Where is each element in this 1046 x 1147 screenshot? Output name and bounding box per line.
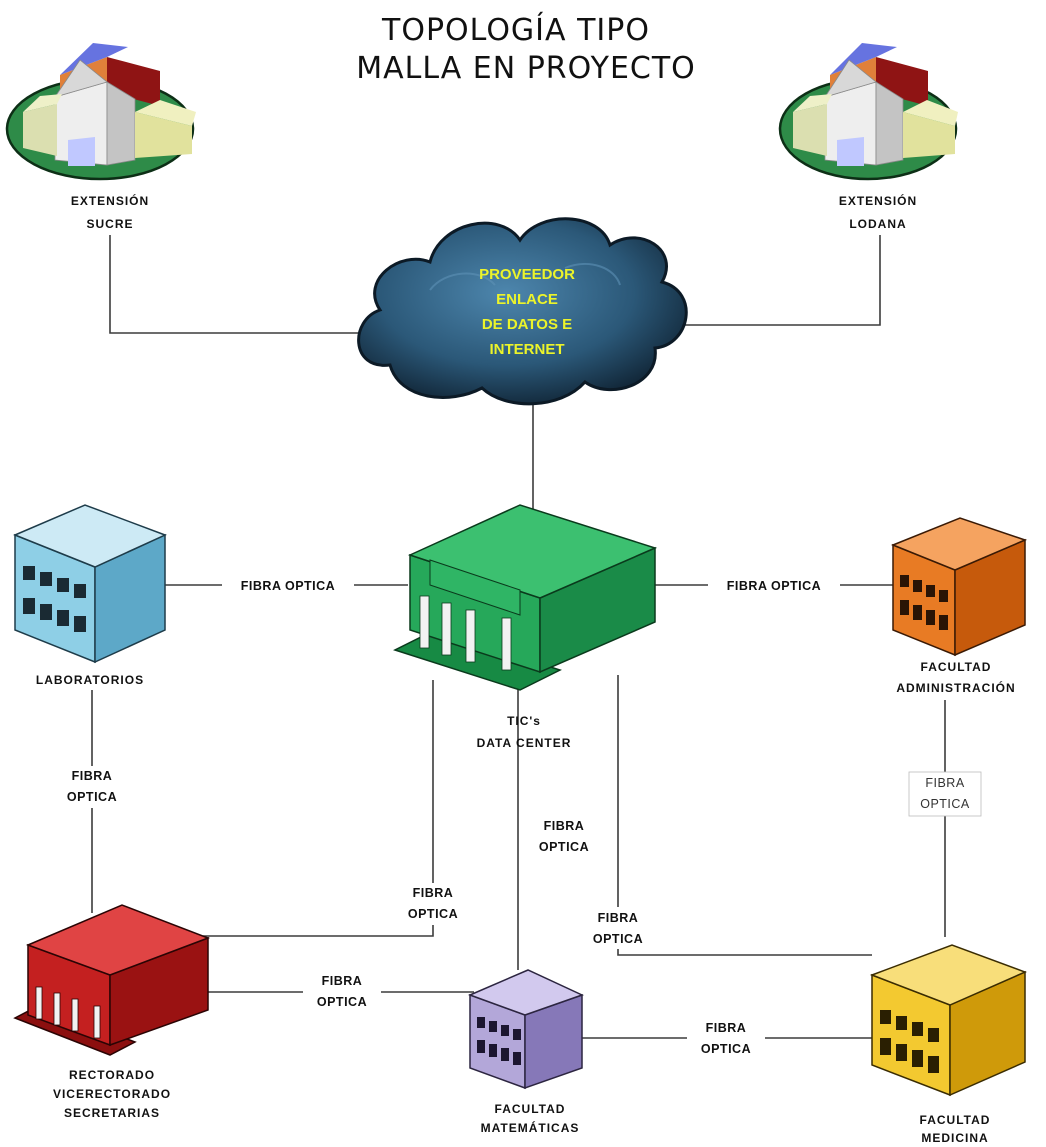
link-label-tics-medicina-line-1: FIBRA bbox=[598, 911, 639, 925]
label-matematicas-line-1: FACULTAD bbox=[495, 1102, 566, 1116]
label-matematicas-line-2: MATEMÁTICAS bbox=[481, 1120, 580, 1135]
rectorado-building-icon bbox=[13, 904, 211, 1056]
label-tics-line-1: TIC's bbox=[507, 714, 541, 728]
cloud-label-line-4: INTERNET bbox=[490, 341, 565, 358]
label-sucre-line-2: SUCRE bbox=[86, 217, 133, 231]
link-label-lab-rectorado-line-1: FIBRA bbox=[72, 769, 113, 783]
link-label-matematicas-medicina: FIBRA OPTICA bbox=[687, 1018, 765, 1060]
tics-datacenter-building-icon bbox=[393, 504, 658, 691]
link-label-tics-medicina-line-2: OPTICA bbox=[593, 932, 643, 946]
label-medicina-line-2: MEDICINA bbox=[921, 1131, 988, 1145]
link-label-tics-matematicas: FIBRA OPTICA bbox=[527, 815, 601, 857]
link-tics-rectorado bbox=[203, 680, 434, 937]
label-medicina: FACULTAD MEDICINA bbox=[920, 1113, 991, 1145]
label-administracion-line-2: ADMINISTRACIÓN bbox=[896, 680, 1015, 695]
link-label-tics-rectorado: FIBRA OPTICA bbox=[396, 883, 470, 925]
label-sucre-line-1: EXTENSIÓN bbox=[71, 193, 149, 208]
label-medicina-line-1: FACULTAD bbox=[920, 1113, 991, 1127]
link-label-rectorado-matematicas: FIBRA OPTICA bbox=[303, 970, 381, 1012]
label-administracion: FACULTAD ADMINISTRACIÓN bbox=[896, 660, 1015, 695]
campus-sucre-icon bbox=[5, 43, 196, 181]
administracion-building-icon bbox=[890, 517, 1028, 657]
label-matematicas: FACULTAD MATEMÁTICAS bbox=[481, 1102, 580, 1135]
title-line-1: TOPOLOGÍA TIPO bbox=[381, 12, 650, 48]
cloud-label-line-2: ENLACE bbox=[496, 291, 558, 308]
laboratorios-building-icon bbox=[13, 504, 167, 664]
node-labels: EXTENSIÓN SUCRE EXTENSIÓN LODANA LABORAT… bbox=[36, 193, 1015, 1145]
link-label-tics-admin: FIBRA OPTICA bbox=[708, 576, 840, 594]
label-lodana-line-2: LODANA bbox=[849, 217, 906, 231]
label-tics-line-2: DATA CENTER bbox=[477, 736, 572, 750]
label-laboratorios-line-1: LABORATORIOS bbox=[36, 673, 144, 687]
link-label-matematicas-medicina-line-2: OPTICA bbox=[701, 1042, 751, 1056]
link-sucre-cloud bbox=[109, 235, 370, 334]
title-line-2: MALLA EN PROYECTO bbox=[356, 51, 696, 86]
link-tics-medicina bbox=[617, 675, 872, 956]
link-label-lab-tics: FIBRA OPTICA bbox=[222, 576, 354, 594]
link-label-tics-matematicas-line-2: OPTICA bbox=[539, 840, 589, 854]
label-lodana-line-1: EXTENSIÓN bbox=[839, 193, 917, 208]
link-label-tics-admin-text: FIBRA OPTICA bbox=[727, 579, 821, 593]
link-label-lab-rectorado: FIBRA OPTICA bbox=[55, 766, 129, 808]
label-rectorado-line-2: VICERECTORADO bbox=[53, 1087, 171, 1101]
link-label-rectorado-matematicas-line-1: FIBRA bbox=[322, 974, 363, 988]
diagram-title: TOPOLOGÍA TIPO MALLA EN PROYECTO bbox=[356, 12, 696, 86]
link-label-admin-medicina-line-2: OPTICA bbox=[920, 797, 970, 811]
cloud-label-line-1: PROVEEDOR bbox=[479, 266, 575, 283]
link-label-tics-medicina: FIBRA OPTICA bbox=[581, 907, 655, 949]
medicina-building-icon bbox=[869, 944, 1027, 1097]
link-label-admin-medicina-line-1: FIBRA bbox=[925, 776, 964, 790]
cloud-label-line-3: DE DATOS E bbox=[482, 316, 572, 333]
cloud-icon: PROVEEDOR ENLACE DE DATOS E INTERNET bbox=[357, 217, 688, 406]
label-lodana: EXTENSIÓN LODANA bbox=[839, 193, 917, 231]
link-label-lab-rectorado-line-2: OPTICA bbox=[67, 790, 117, 804]
campus-lodana-icon bbox=[778, 43, 958, 181]
link-labels: FIBRA OPTICA FIBRA OPTICA FIBRA OPTICA F… bbox=[55, 576, 982, 1060]
label-rectorado-line-3: SECRETARIAS bbox=[64, 1106, 160, 1120]
label-rectorado-line-1: RECTORADO bbox=[69, 1068, 155, 1082]
label-tics: TIC's DATA CENTER bbox=[477, 714, 572, 750]
matematicas-building-icon bbox=[467, 969, 584, 1090]
link-label-tics-matematicas-line-1: FIBRA bbox=[544, 819, 585, 833]
label-rectorado: RECTORADO VICERECTORADO SECRETARIAS bbox=[53, 1068, 171, 1120]
link-label-rectorado-matematicas-line-2: OPTICA bbox=[317, 995, 367, 1009]
link-label-tics-rectorado-line-2: OPTICA bbox=[408, 907, 458, 921]
link-label-matematicas-medicina-line-1: FIBRA bbox=[706, 1021, 747, 1035]
link-label-lab-tics-text: FIBRA OPTICA bbox=[241, 579, 335, 593]
label-laboratorios: LABORATORIOS bbox=[36, 673, 144, 687]
label-sucre: EXTENSIÓN SUCRE bbox=[71, 193, 149, 231]
label-administracion-line-1: FACULTAD bbox=[921, 660, 992, 674]
link-lodana-cloud bbox=[665, 235, 881, 326]
link-label-admin-medicina: FIBRA OPTICA bbox=[908, 771, 982, 817]
link-label-tics-rectorado-line-1: FIBRA bbox=[413, 886, 454, 900]
